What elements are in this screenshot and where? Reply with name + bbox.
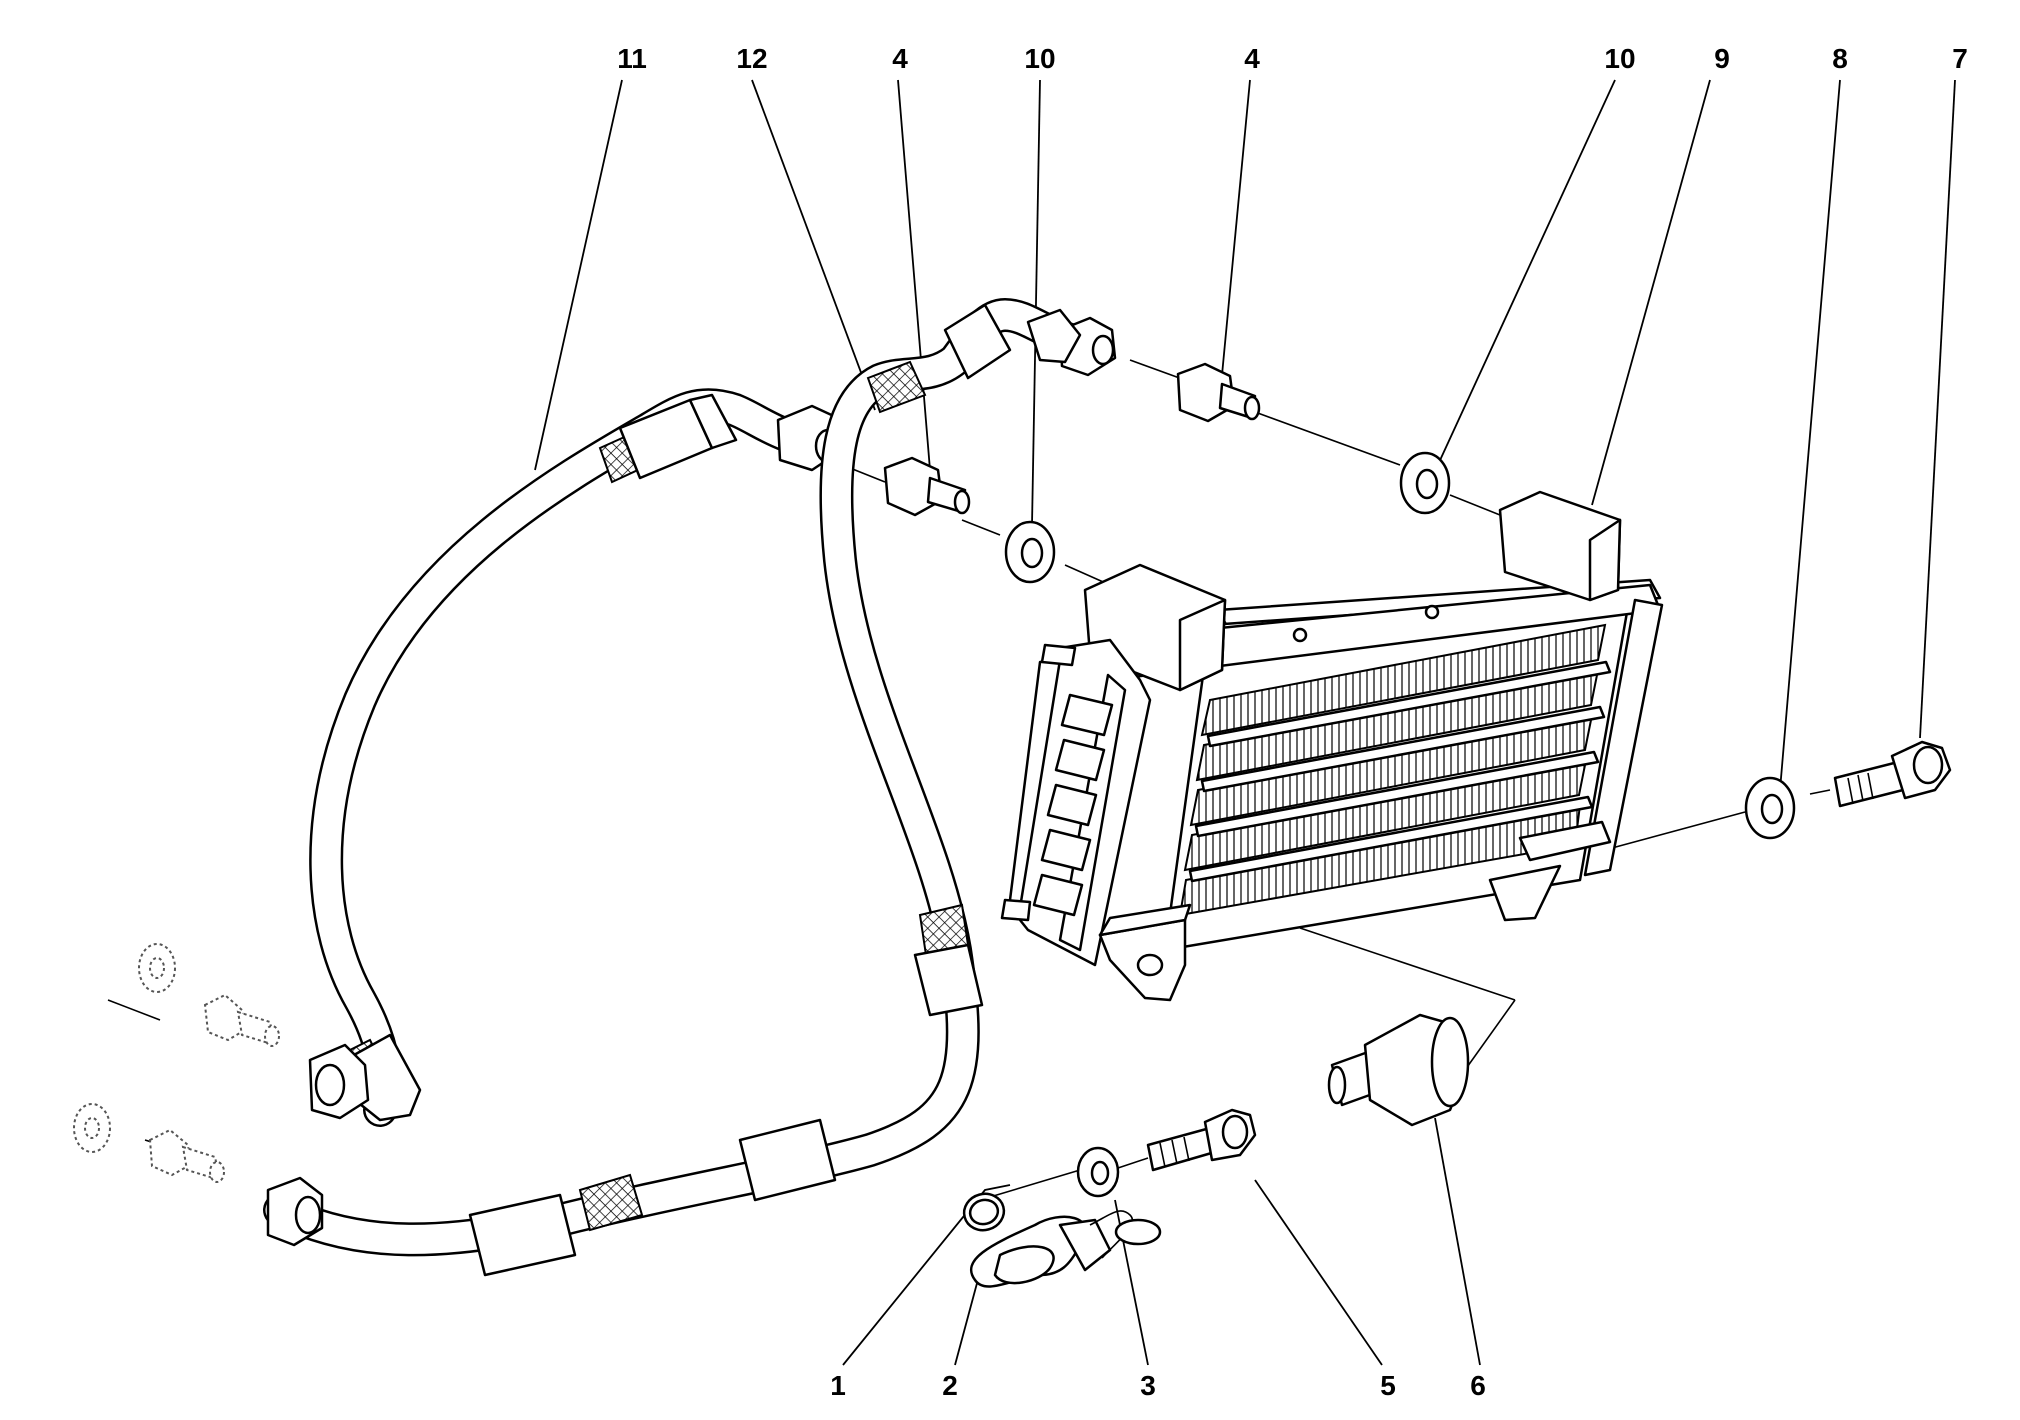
washer-10-left	[1004, 520, 1056, 584]
callout-5: 5	[1380, 1370, 1396, 1401]
callout-labels: 11 12 4 10 4 10 9 8 7 1 2 3 5 6	[617, 43, 1968, 1401]
grommet-2	[969, 1210, 1162, 1288]
washer-3	[1076, 1146, 1120, 1198]
callout-4-left: 4	[892, 43, 908, 74]
leader-lines	[107, 79, 1956, 1366]
fitting-4-right	[1176, 362, 1261, 423]
callout-11: 11	[617, 43, 647, 74]
callout-6: 6	[1470, 1370, 1486, 1401]
callout-8: 8	[1832, 43, 1848, 74]
callout-9: 9	[1714, 43, 1730, 74]
callout-2: 2	[942, 1370, 958, 1401]
o-ring-1	[962, 1192, 1006, 1232]
hose-11	[308, 388, 847, 1127]
screw-5	[1146, 1108, 1257, 1172]
callout-10-left: 10	[1024, 43, 1055, 74]
oil-cooler-9	[1000, 490, 1664, 1002]
sensor-6	[1327, 1013, 1470, 1127]
callout-4-right: 4	[1244, 43, 1260, 74]
screw-7	[1833, 740, 1952, 808]
fitting-4-left	[883, 456, 971, 517]
washer-8	[1744, 776, 1796, 840]
callout-1: 1	[830, 1370, 846, 1401]
callout-10-right: 10	[1604, 43, 1635, 74]
callout-3: 3	[1140, 1370, 1156, 1401]
callout-7: 7	[1952, 43, 1968, 74]
hose-12	[263, 298, 1117, 1277]
washer-10-right	[1399, 451, 1451, 515]
ghost-fitting-lower	[73, 1103, 225, 1183]
ghost-fitting-upper	[138, 943, 280, 1047]
callout-12: 12	[736, 43, 767, 74]
